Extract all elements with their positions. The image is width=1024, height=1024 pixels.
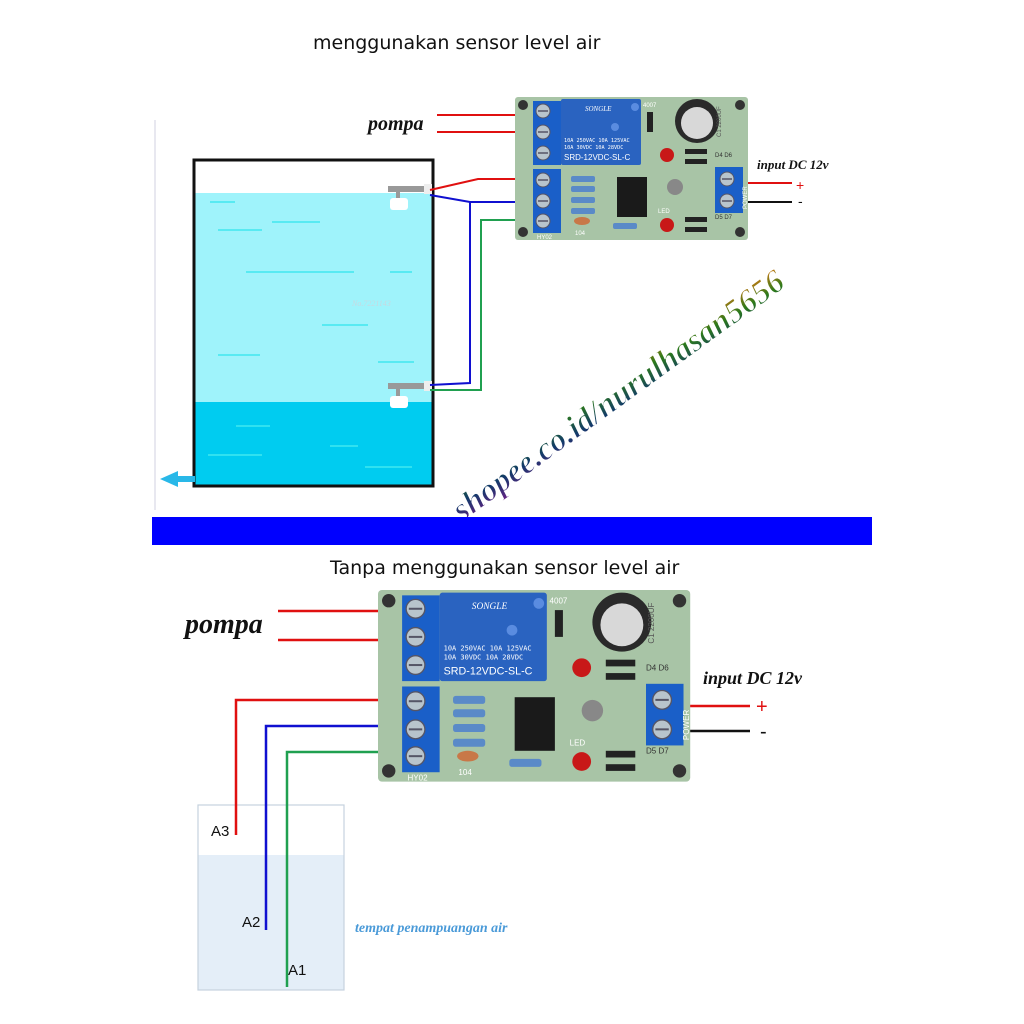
- diode: [647, 112, 653, 132]
- svg-text:104: 104: [575, 231, 586, 237]
- diode-label: 4007: [550, 596, 568, 605]
- water-ripples: [208, 201, 414, 468]
- water-container: [197, 804, 345, 991]
- section-divider: [152, 517, 872, 545]
- ic-chip: [514, 697, 555, 751]
- relay-rating-1: 10A 250VAC 10A 125VAC: [564, 138, 630, 144]
- relay-rating-2: 10A 30VDC 10A 28VDC: [444, 654, 524, 662]
- relay-brand: SONGLE: [472, 602, 508, 612]
- svg-text:LED: LED: [570, 738, 586, 747]
- power-label-top: input DC 12v: [757, 157, 829, 172]
- minus-label-top: -: [798, 193, 803, 209]
- diode: [554, 610, 563, 637]
- mount-hole: [518, 227, 528, 237]
- probe-wire-a2: [264, 724, 410, 930]
- relay-board-bottom: SONGLE 10A 250VAC 10A 125VAC 10A 30VDC 10A…: [378, 590, 691, 782]
- resistor: [509, 758, 542, 767]
- transistor: [667, 179, 683, 195]
- resistor: [453, 695, 486, 704]
- plus-label-bottom: +: [756, 696, 768, 718]
- bottom-title: Tanpa menggunakan sensor level air: [329, 557, 680, 579]
- resistor: [453, 709, 486, 718]
- resistor: [571, 197, 595, 203]
- tank-label: tempat penampuangan air: [355, 921, 508, 936]
- probe-wire-a1: [285, 750, 410, 987]
- resistor: [571, 176, 595, 182]
- mount-hole: [382, 594, 396, 608]
- resistor: [453, 738, 486, 747]
- svg-text:D4 D6: D4 D6: [646, 663, 669, 672]
- probe-label-a3: A3: [211, 823, 229, 840]
- led-icon: [660, 148, 674, 162]
- water-tank-top: No.7221143: [160, 158, 435, 488]
- mount-hole: [672, 594, 687, 608]
- led-icon: [572, 752, 592, 771]
- plus-label-top: +: [796, 177, 804, 193]
- led-icon: [572, 658, 592, 678]
- upper-sensor: [388, 184, 432, 210]
- relay-brand: SONGLE: [585, 105, 612, 113]
- mount-hole: [382, 764, 396, 778]
- terminal-label: HY02: [407, 773, 428, 782]
- outlet-arrow-icon: [160, 471, 195, 487]
- svg-text:D4 D6: D4 D6: [715, 153, 733, 159]
- power-label: POWER: [743, 186, 749, 209]
- resistor: [571, 208, 595, 214]
- relay: [439, 592, 547, 682]
- svg-text:LED: LED: [658, 209, 670, 215]
- pump-label-bottom: pompa: [183, 609, 263, 640]
- tank-mark: No.7221143: [351, 299, 391, 308]
- resistor: [613, 223, 637, 229]
- minus-label-bottom: -: [760, 721, 767, 743]
- ic-chip: [617, 177, 647, 217]
- mount-hole: [735, 227, 745, 237]
- probe-wire-a3: [234, 698, 410, 835]
- sensor-wire-green: [430, 219, 535, 391]
- terminal-label: HY02: [537, 235, 553, 241]
- power-label-bottom: input DC 12v: [703, 668, 803, 688]
- probe-label-a2: A2: [242, 914, 260, 931]
- capacitor-label: C1 2200UF: [647, 602, 656, 643]
- mount-hole: [672, 764, 687, 778]
- mount-hole: [735, 100, 745, 110]
- relay-model: SRD-12VDC-SL-C: [444, 665, 533, 677]
- resistor: [453, 724, 486, 733]
- svg-text:D5 D7: D5 D7: [715, 215, 733, 221]
- top-title: menggunakan sensor level air: [313, 32, 601, 54]
- svg-text:104: 104: [458, 768, 472, 777]
- shop-watermark: shopee.co.id/nurulhasan5656: [445, 263, 792, 529]
- capacitor-label: C1 2200UF: [717, 106, 723, 137]
- resistor: [571, 186, 595, 192]
- probe-label-a1: A1: [288, 962, 306, 979]
- led-icon: [660, 218, 674, 232]
- power-label: POWER: [682, 710, 691, 741]
- diode-label: 4007: [643, 103, 657, 109]
- sensor-wire-blue-down: [429, 202, 471, 386]
- mount-hole: [518, 100, 528, 110]
- svg-text:D5 D7: D5 D7: [646, 746, 669, 755]
- water-lower: [195, 402, 432, 486]
- relay-rating-2: 10A 30VDC 10A 28VDC: [564, 145, 623, 151]
- relay: [561, 99, 641, 165]
- water-upper: [195, 193, 432, 402]
- pump-label-top: pompa: [366, 113, 424, 135]
- tank-outline: [192, 158, 435, 488]
- lower-sensor: [388, 381, 432, 408]
- relay-rating-1: 10A 250VAC 10A 125VAC: [444, 644, 532, 652]
- transistor: [581, 699, 604, 722]
- relay-model: SRD-12VDC-SL-C: [564, 153, 630, 162]
